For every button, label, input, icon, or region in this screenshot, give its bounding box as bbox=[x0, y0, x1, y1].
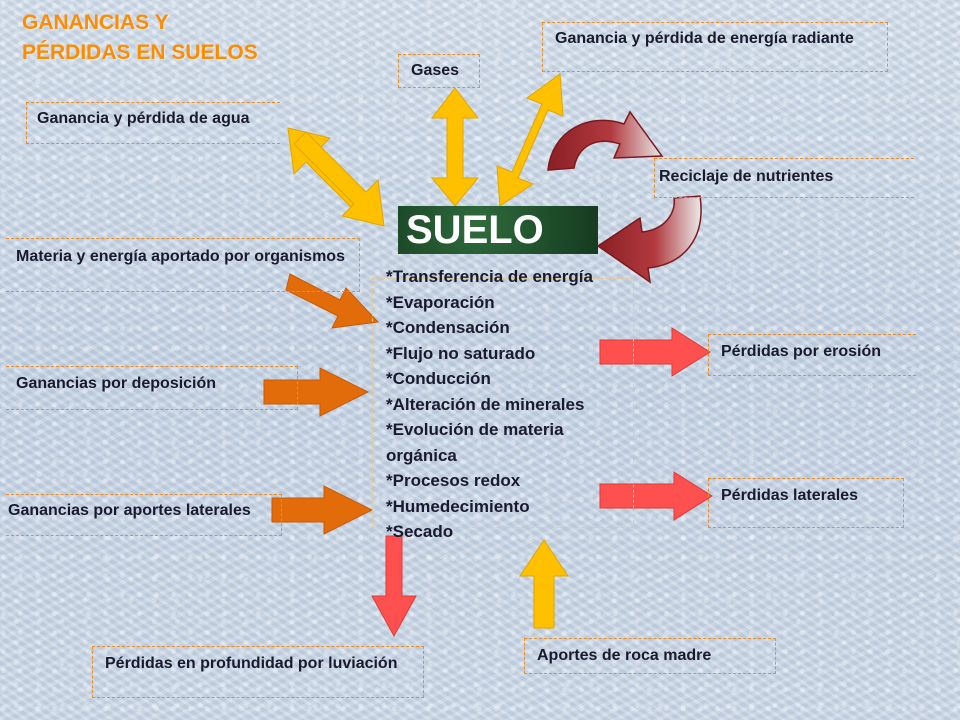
arrow-erosion bbox=[599, 327, 711, 377]
double-arrow-agua bbox=[287, 127, 385, 227]
process-item: *Condensación bbox=[386, 318, 510, 337]
label-erosion: Pérdidas por erosión bbox=[708, 334, 916, 376]
arrow-roca-madre bbox=[519, 539, 569, 629]
cycle-arrow-bottom bbox=[596, 195, 702, 284]
process-item: *Evolución de materia orgánica bbox=[386, 420, 564, 465]
process-item: *Secado bbox=[386, 522, 454, 541]
arrow-organismos bbox=[285, 273, 380, 329]
label-gases: Gases bbox=[398, 54, 480, 88]
process-item: *Transferencia de energía bbox=[386, 267, 593, 286]
process-item: *Flujo no saturado bbox=[386, 343, 536, 363]
label-agua: Ganancia y pérdida de agua bbox=[26, 102, 280, 144]
label-roca-madre: Aportes de roca madre bbox=[524, 638, 776, 674]
title-line-2: PÉRDIDAS EN SUELOS bbox=[22, 41, 258, 64]
cycle-arrow-top bbox=[547, 110, 664, 171]
suelo-label: SUELO bbox=[406, 208, 544, 252]
process-item: *Humedecimiento bbox=[386, 496, 530, 516]
process-item: *Alteración de minerales bbox=[386, 394, 585, 414]
label-laterales-ganancia: Ganancias por aportes laterales bbox=[6, 494, 282, 536]
process-item: *Evaporación bbox=[386, 292, 495, 312]
label-reciclaje: Reciclaje de nutrientes bbox=[654, 158, 914, 198]
label-radiante: Ganancia y pérdida de energía radiante bbox=[542, 22, 888, 72]
process-list: *Transferencia de energía *Evaporación *… bbox=[386, 264, 626, 545]
arrow-profundidad bbox=[371, 535, 417, 638]
process-item: *Procesos redox bbox=[386, 471, 521, 490]
suelo-box: SUELO bbox=[398, 206, 598, 254]
arrow-laterales-ganancia bbox=[271, 485, 374, 535]
label-organismos: Materia y energía aportado por organismo… bbox=[6, 238, 360, 292]
process-item: *Conducción bbox=[386, 369, 491, 388]
label-laterales-perdida: Pérdidas laterales bbox=[708, 478, 904, 528]
page-title: GANANCIAS Y PÉRDIDAS EN SUELOS bbox=[22, 8, 258, 68]
arrow-laterales-perdida bbox=[599, 471, 713, 521]
process-frame bbox=[372, 278, 634, 528]
title-line-1: GANANCIAS Y bbox=[22, 11, 169, 34]
nutrient-cycle-arrows bbox=[547, 110, 702, 284]
label-deposicion: Ganancias por deposición bbox=[6, 366, 298, 410]
double-arrow-gases bbox=[430, 87, 480, 207]
double-arrow-radiante bbox=[496, 73, 564, 207]
label-profundidad: Pérdidas en profundidad por luviación bbox=[92, 646, 424, 698]
arrow-deposicion bbox=[263, 367, 370, 417]
